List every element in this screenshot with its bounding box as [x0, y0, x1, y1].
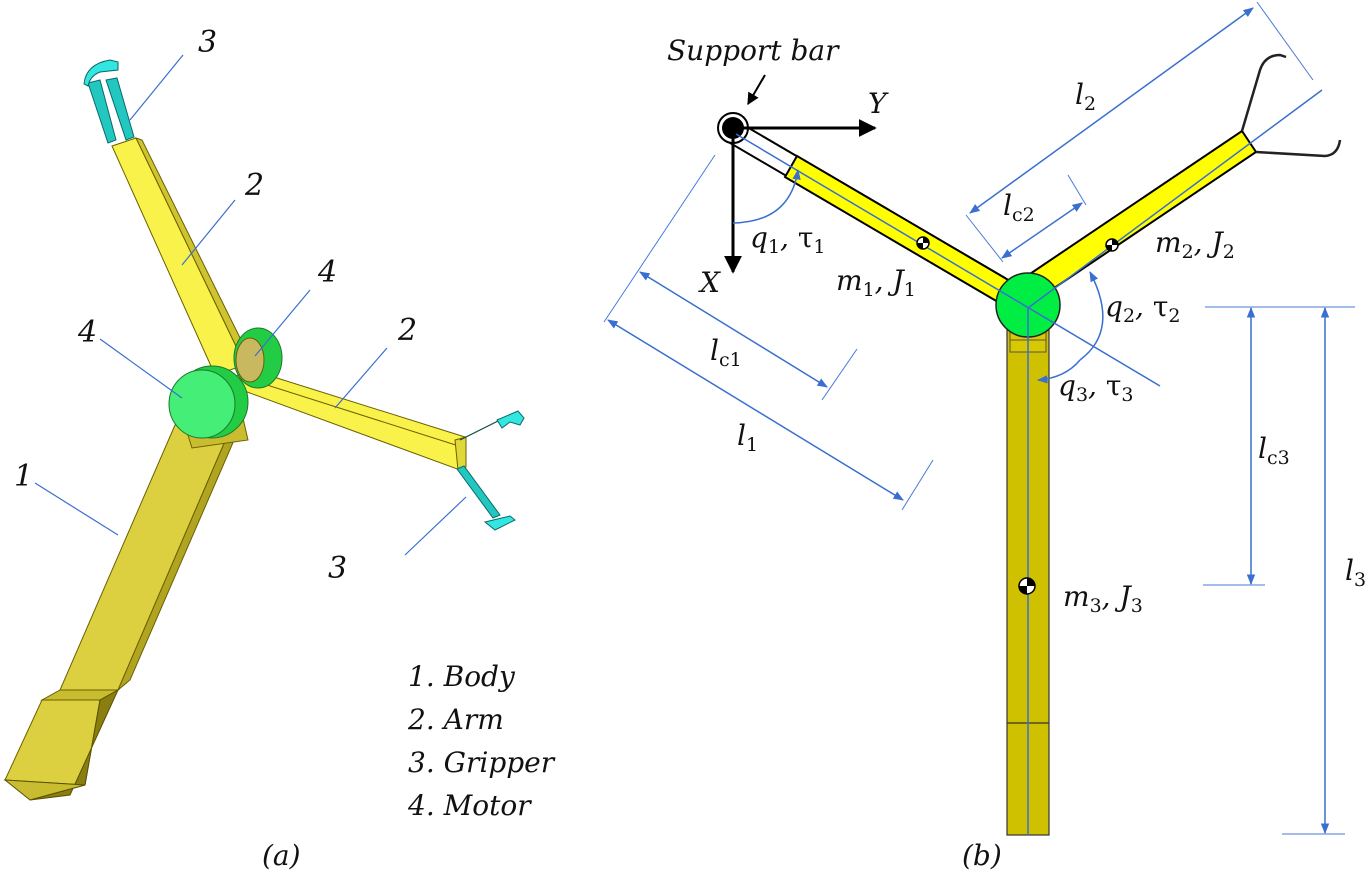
callout-gripper-upper: 3 — [198, 25, 217, 60]
callout-motor-right: 4 — [317, 255, 337, 290]
mass-3-label: m3, J3 — [1063, 580, 1143, 617]
dimension-l2-lc2 — [965, 1, 1314, 263]
mass-2-label: m2, J2 — [1155, 226, 1235, 263]
gripper-schematic — [1240, 53, 1342, 158]
com-1 — [916, 236, 930, 250]
q1-arc — [732, 168, 801, 224]
panel-a: 3 2 4 4 2 1 3 1. Body 2. Arm 3. Gripper … — [3, 25, 556, 872]
arm-1 — [723, 118, 1012, 304]
dim-l3-label: l3 — [1345, 554, 1366, 591]
motor-left-3d — [168, 365, 249, 439]
panel-b: Y X Support bar q1, τ1 q2, τ2 q3, τ3 m1,… — [603, 1, 1366, 872]
com-2 — [1105, 238, 1119, 252]
dim-lc3-label: lc3 — [1258, 432, 1290, 469]
dim-lc1-label: lc1 — [710, 334, 742, 371]
callout-motor-left: 4 — [77, 315, 97, 350]
joint-2-label: q2, τ2 — [1105, 290, 1180, 327]
parts-legend: 1. Body 2. Arm 3. Gripper 4. Motor — [407, 660, 556, 822]
support-bar-arrow — [747, 74, 766, 106]
joint-arcs — [732, 168, 1104, 384]
callout-arm-right: 2 — [397, 313, 417, 348]
dimension-l3-lc3 — [1203, 306, 1355, 835]
body-3d — [3, 404, 249, 801]
coordinate-axes — [724, 74, 877, 274]
motor-right-3d — [233, 327, 283, 389]
gripper-upper-3d — [83, 59, 135, 144]
com-markers — [916, 236, 1119, 595]
dim-l2-label: l2 — [1075, 78, 1096, 115]
legend-item-arm: 2. Arm — [407, 703, 504, 736]
mass-1-label: m1, J1 — [836, 264, 916, 301]
joint-3-label: q3, τ3 — [1058, 369, 1133, 406]
callout-arm-upper: 2 — [244, 168, 264, 203]
dim-l1-label: l1 — [737, 419, 758, 456]
dimension-l1-lc1 — [603, 154, 934, 511]
y-axis-label: Y — [868, 87, 889, 120]
caption-a: (a) — [262, 839, 301, 872]
legend-item-body: 1. Body — [408, 660, 516, 693]
arm-2 — [1016, 129, 1258, 305]
legend-item-motor: 4. Motor — [407, 789, 532, 822]
q3-arc — [1036, 359, 1081, 384]
dim-lc2-label: lc2 — [1003, 189, 1035, 226]
callout-gripper-right: 3 — [328, 551, 347, 586]
gripper-right-3d — [456, 410, 525, 531]
callout-body: 1 — [14, 459, 33, 494]
joint-1-label: q1, τ1 — [750, 221, 825, 258]
q2-arc — [1079, 271, 1104, 361]
legend-item-gripper: 3. Gripper — [408, 746, 556, 779]
arm-upper-3d — [111, 137, 253, 376]
callout-leaders — [34, 54, 467, 556]
com-3 — [1018, 577, 1036, 595]
caption-b: (b) — [962, 839, 1002, 872]
x-axis-label: X — [698, 266, 721, 299]
support-bar-label: Support bar — [667, 34, 840, 67]
